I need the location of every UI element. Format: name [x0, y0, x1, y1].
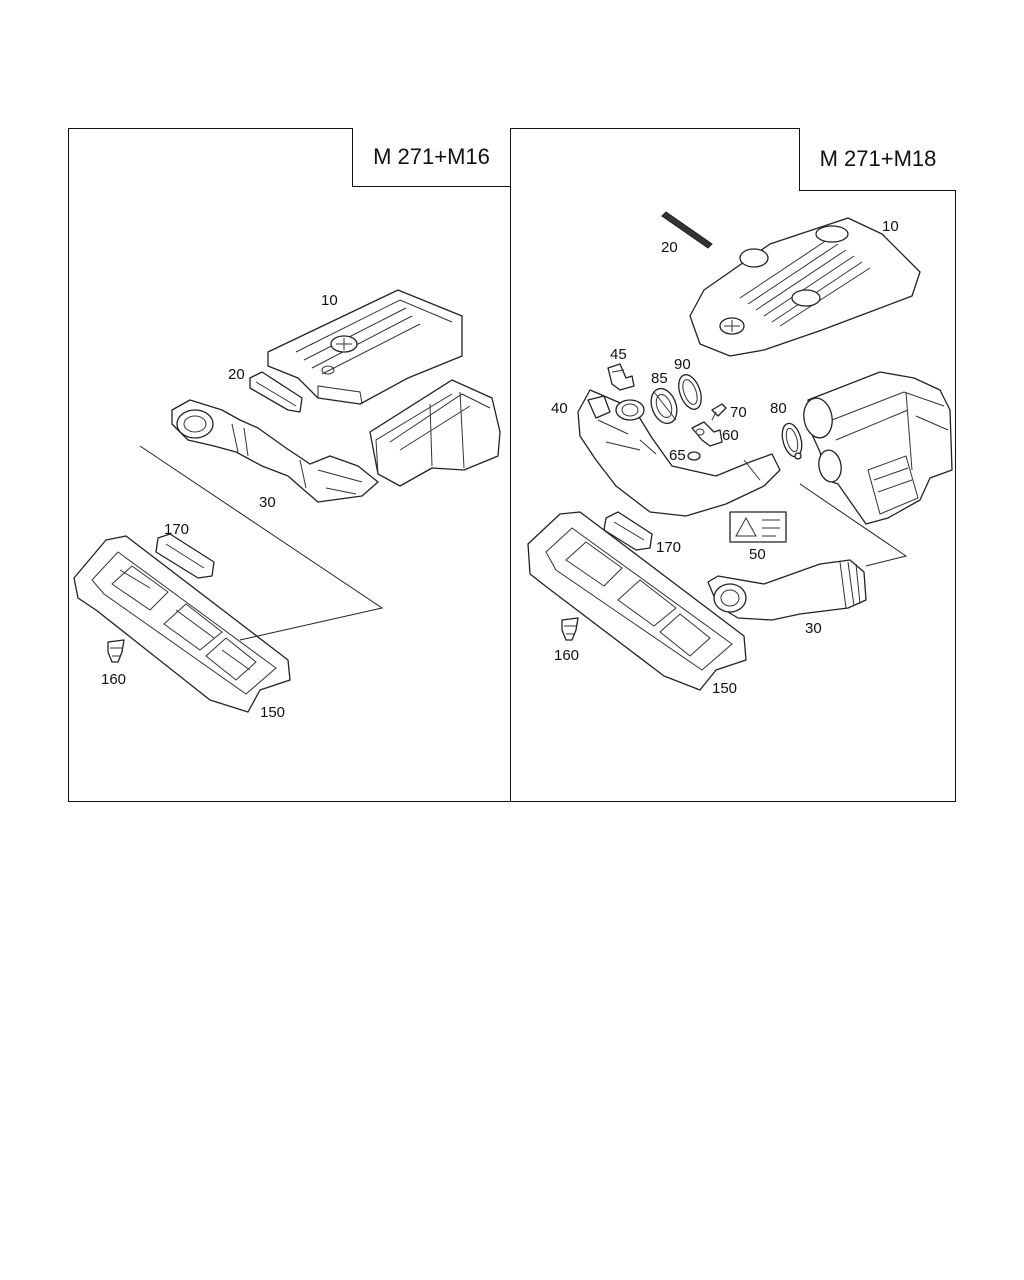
label-left-20: 20 — [228, 366, 245, 383]
left-engine-cover — [267, 289, 463, 405]
right-valve — [691, 421, 723, 447]
panel-divider — [510, 128, 511, 802]
label-right-160: 160 — [554, 647, 579, 664]
left-tray — [73, 535, 291, 713]
right-warning-label — [729, 511, 787, 543]
label-right-90: 90 — [674, 356, 691, 373]
right-o-ring — [687, 451, 701, 461]
right-seal — [650, 387, 678, 425]
right-strip — [661, 211, 713, 249]
label-right-20: 20 — [661, 239, 678, 256]
left-clip — [107, 639, 125, 663]
left-panel-parts — [73, 289, 501, 713]
diagram-frame — [68, 128, 956, 802]
right-panel-title: M 271+M18 — [799, 128, 956, 191]
right-tray — [527, 511, 747, 691]
label-right-60: 60 — [722, 427, 739, 444]
right-air-filter-housing — [803, 371, 953, 525]
right-screw — [711, 403, 727, 421]
label-right-150: 150 — [712, 680, 737, 697]
label-right-85: 85 — [651, 370, 668, 387]
left-strip — [249, 371, 303, 413]
right-intake-hose — [577, 389, 781, 517]
right-panel-labels: 20 10 45 90 85 40 70 80 60 65 170 50 30 … — [551, 218, 899, 697]
label-left-150: 150 — [260, 704, 285, 721]
label-right-40: 40 — [551, 400, 568, 417]
right-panel-parts — [527, 211, 953, 691]
label-right-70: 70 — [730, 404, 747, 421]
label-right-50: 50 — [749, 546, 766, 563]
right-clip — [561, 617, 579, 641]
right-sensor — [607, 363, 635, 391]
left-panel-title: M 271+M16 — [352, 128, 510, 187]
left-air-box — [369, 379, 501, 487]
label-left-30: 30 — [259, 494, 276, 511]
label-right-170: 170 — [656, 539, 681, 556]
right-intake-duct — [707, 559, 867, 621]
right-ring — [678, 374, 702, 410]
left-intake-duct — [171, 399, 379, 503]
label-left-10: 10 — [321, 292, 338, 309]
label-left-160: 160 — [101, 671, 126, 688]
label-left-170: 170 — [164, 521, 189, 538]
right-engine-cover — [689, 217, 921, 357]
label-right-80: 80 — [770, 400, 787, 417]
label-right-10: 10 — [882, 218, 899, 235]
left-gasket — [155, 533, 215, 579]
label-right-65: 65 — [669, 447, 686, 464]
label-right-30: 30 — [805, 620, 822, 637]
right-clamp — [781, 422, 803, 460]
label-right-45: 45 — [610, 346, 627, 363]
left-panel-labels: 10 20 30 170 160 150 — [101, 292, 338, 721]
